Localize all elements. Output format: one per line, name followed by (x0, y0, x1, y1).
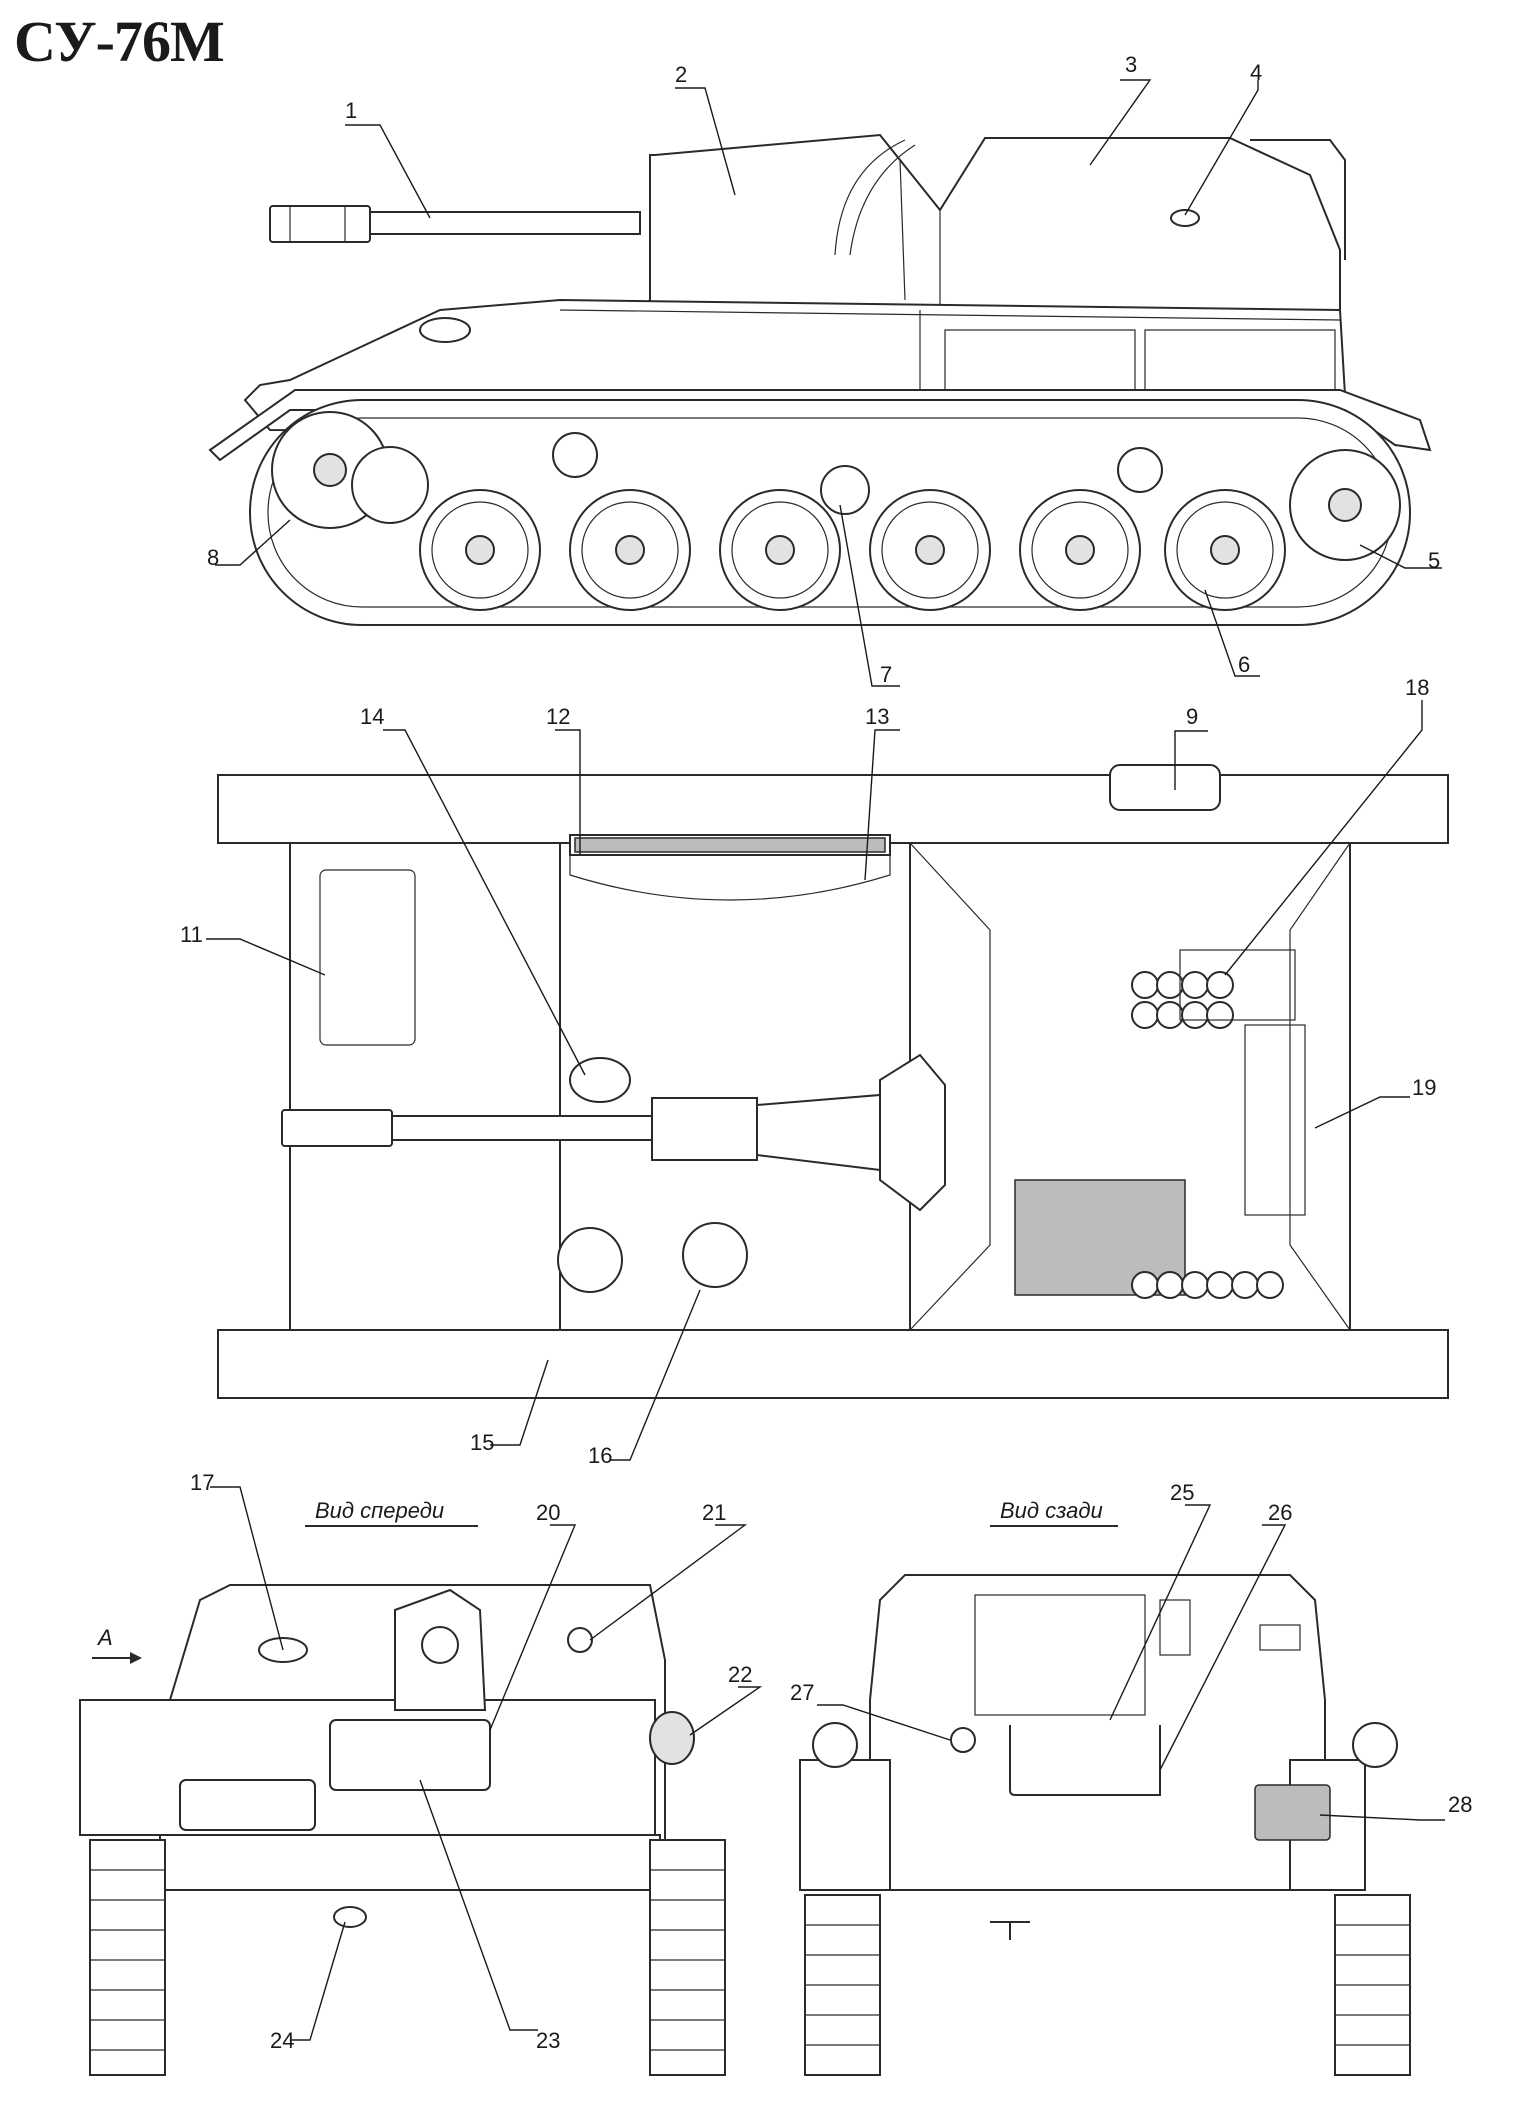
callout-21: 21 (702, 1500, 726, 1525)
callout-4: 4 (1250, 60, 1262, 85)
callout-1: 1 (345, 98, 357, 123)
view-arrow-label: A (96, 1625, 113, 1650)
front-view-label: Вид спереди (315, 1498, 444, 1523)
callout-27: 27 (790, 1680, 814, 1705)
callout-17: 17 (190, 1470, 214, 1495)
callout-24: 24 (270, 2028, 294, 2053)
callout-25: 25 (1170, 1480, 1194, 1505)
callout-14: 14 (360, 704, 384, 729)
callout-28: 28 (1448, 1792, 1472, 1817)
callout-16: 16 (588, 1443, 612, 1468)
front-view (79, 1584, 726, 2076)
callout-23: 23 (536, 2028, 560, 2053)
callout-8: 8 (207, 545, 219, 570)
callout-5: 5 (1428, 548, 1440, 573)
top-view (217, 764, 1449, 1399)
callout-2: 2 (675, 62, 687, 87)
callout-12: 12 (546, 704, 570, 729)
callout-22: 22 (728, 1662, 752, 1687)
drawing-title: СУ-76М (14, 9, 225, 74)
callout-11: 11 (180, 922, 203, 947)
callout-15: 15 (470, 1430, 494, 1455)
callout-6: 6 (1238, 652, 1250, 677)
callout-19: 19 (1412, 1075, 1436, 1100)
callout-13: 13 (865, 704, 889, 729)
callout-3: 3 (1125, 52, 1137, 77)
callout-26: 26 (1268, 1500, 1292, 1525)
leader-lines (206, 79, 1445, 2041)
callouts: 1 2 3 4 5 6 7 8 9 11 12 13 14 15 16 17 1… (180, 52, 1472, 2053)
callout-7: 7 (880, 662, 892, 687)
side-view (208, 133, 1432, 626)
rear-view (799, 1574, 1411, 2076)
rear-view-label: Вид сзади (1000, 1498, 1103, 1523)
callout-20: 20 (536, 1500, 560, 1525)
callout-9: 9 (1186, 704, 1198, 729)
callout-18: 18 (1405, 675, 1429, 700)
